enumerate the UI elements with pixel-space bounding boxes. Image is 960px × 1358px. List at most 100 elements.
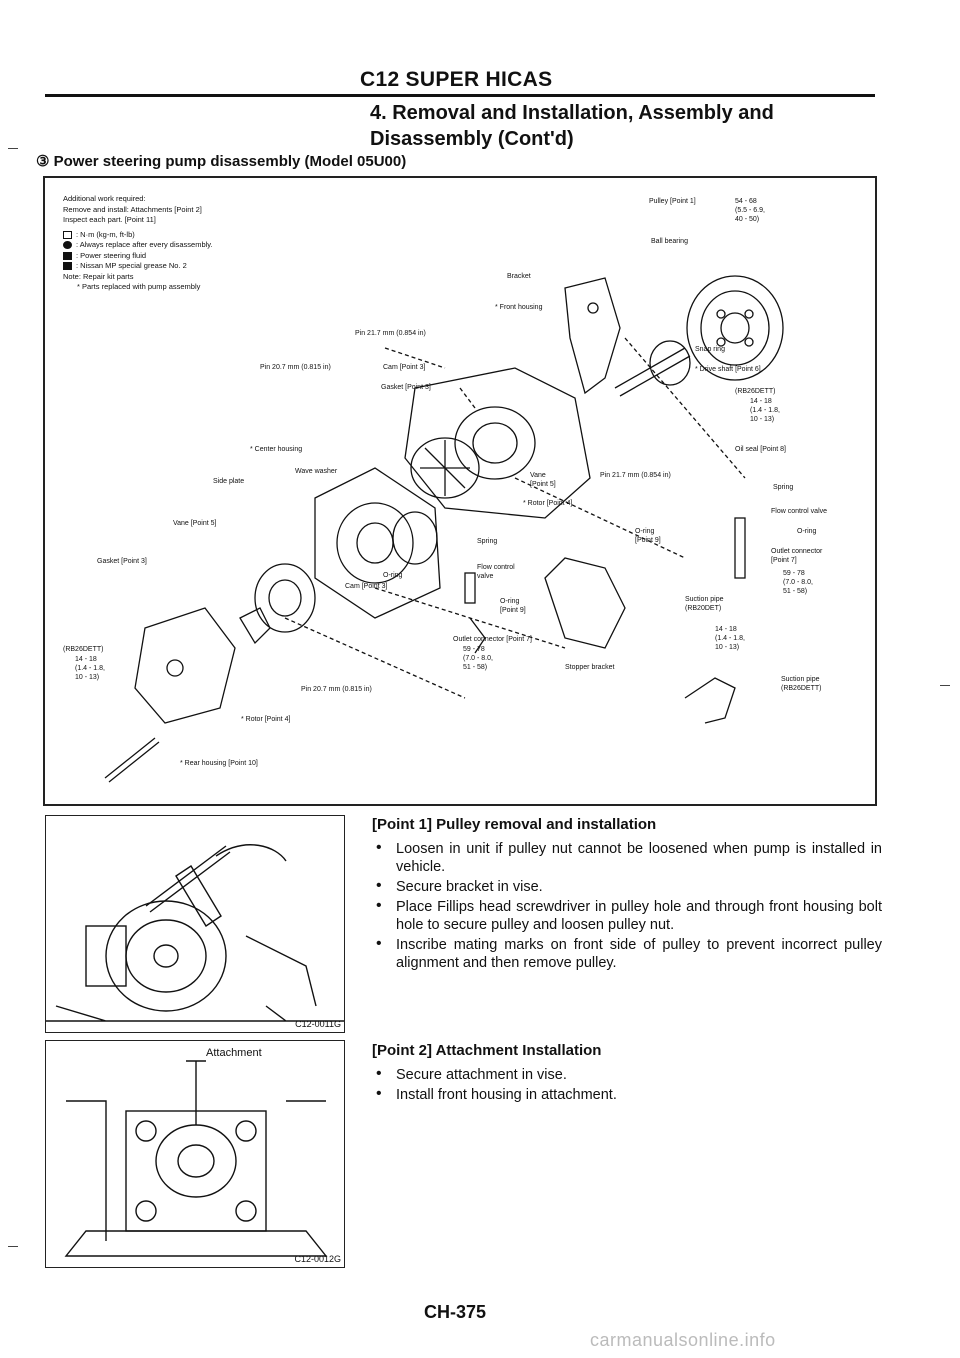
- diagram-label: Outlet connector [Point 7]: [453, 636, 532, 643]
- diagram-label: * Rear housing [Point 10]: [180, 760, 258, 767]
- diagram-label: O-ring: [500, 598, 520, 605]
- pulley-removal-illustration: [46, 844, 344, 1022]
- list-item: Inscribe mating marks on front side of p…: [372, 935, 882, 972]
- diagram-label: * Drive shaft [Point 6]: [695, 366, 761, 373]
- diagram-label: Vane: [530, 472, 546, 479]
- diagram-label: Pin 21.7 mm (0.854 in): [355, 330, 426, 337]
- subsection-title: ③ Power steering pump disassembly (Model…: [36, 152, 406, 170]
- diagram-label: 10 - 13): [750, 416, 775, 423]
- margin-mark: [940, 685, 950, 686]
- diagram-label: (1.4 - 1.8,: [750, 407, 780, 414]
- legend-line: Note: Repair kit parts: [63, 271, 134, 281]
- diagram-label: * Center housing: [250, 446, 303, 453]
- pump-illustration: [104, 275, 784, 783]
- fluid-icon: [63, 251, 72, 260]
- diagram-label: Vane [Point 5]: [173, 520, 217, 527]
- diagram-label: Spring: [773, 484, 794, 491]
- figure-attachment: Attachment C12-0012G: [45, 1040, 345, 1268]
- legend-line: Additional work required:: [63, 194, 146, 203]
- diagram-label: [Point 9]: [500, 607, 526, 614]
- diagram-label: 54 - 68: [735, 198, 757, 205]
- diagram-label: O-ring: [635, 528, 655, 535]
- list-item: Place Fillips head screwdriver in pulley…: [372, 897, 882, 934]
- diagram-label: Spring: [477, 538, 498, 545]
- watermark: carmanualsonline.info: [590, 1330, 776, 1350]
- section-title: 4. Removal and Installation, Assembly an…: [370, 102, 774, 150]
- diagram-label: (RB26DETT): [735, 388, 776, 395]
- diagram-label: 59 - 78: [463, 646, 485, 653]
- diagram-label: * Rotor [Point 4]: [523, 500, 573, 507]
- diagram-label: 14 - 18: [750, 398, 772, 405]
- legend-line: : Always replace after every disassembly…: [63, 240, 323, 251]
- diagram-label: Pin 20.7 mm (0.815 in): [260, 364, 331, 371]
- list-item: Loosen in unit if pulley nut cannot be l…: [372, 839, 882, 876]
- diagram-label: 14 - 18: [75, 656, 97, 663]
- margin-mark: [8, 148, 18, 149]
- diagram-label: Flow control: [477, 564, 515, 571]
- legend-line: * Parts replaced with pump assembly: [77, 282, 201, 291]
- diagram-label: [Point 5]: [530, 481, 556, 488]
- diagram-label: (RB20DET): [685, 605, 722, 612]
- list-item: Install front housing in attachment.: [372, 1085, 882, 1104]
- figure-id: C12-0011G: [295, 1019, 341, 1029]
- diagram-label: O-ring: [383, 572, 403, 579]
- diagram-label: Side plate: [213, 478, 245, 485]
- diagram-label: 51 - 58): [783, 588, 808, 595]
- attachment-illustration: [64, 1060, 328, 1257]
- diagram-label: (1.4 - 1.8,: [75, 665, 105, 672]
- legend-line: : Nissan MP special grease No. 2: [63, 261, 323, 272]
- diagram-label: * Rotor [Point 4]: [241, 716, 291, 723]
- diagram-label: Oil seal [Point 8]: [735, 446, 786, 453]
- diagram-label: Pin 21.7 mm (0.854 in): [600, 472, 671, 479]
- diagram-label: 40 - 50): [735, 216, 760, 223]
- margin-mark: [8, 1246, 18, 1247]
- diagram-label: Gasket [Point 3]: [97, 558, 147, 565]
- subsection-number: ③: [36, 153, 50, 170]
- legend-line: Inspect each part. [Point 11]: [63, 215, 156, 224]
- header-title: C12 SUPER HICAS: [360, 68, 553, 91]
- grease-icon: [63, 262, 72, 271]
- diagram-label: [Point 9]: [635, 537, 661, 544]
- list-item: Secure bracket in vise.: [372, 877, 882, 896]
- diagram-label: 14 - 18: [715, 626, 737, 633]
- diagram-label: Cam [Point 3]: [345, 583, 388, 590]
- diagram-label: Snap ring: [695, 346, 725, 353]
- diagram-label: * Front housing: [495, 304, 543, 311]
- diagram-label: 10 - 13): [75, 674, 100, 681]
- header-rule: [45, 94, 875, 97]
- attachment-label: Attachment: [206, 1047, 262, 1059]
- diagram-label: Outlet connector: [771, 548, 823, 555]
- diagram-label: Stopper bracket: [565, 664, 615, 671]
- replace-icon: [63, 241, 72, 250]
- point2-section: [Point 2] Attachment Installation Secure…: [372, 1042, 882, 1106]
- figure-pulley-removal: C12-0011G: [45, 815, 345, 1033]
- legend-line: : N·m (kg-m, ft-lb): [63, 230, 323, 241]
- diagram-label: Pulley [Point 1]: [649, 198, 696, 205]
- legend-line: Remove and install: Attachments [Point 2…: [63, 204, 202, 214]
- page-number: CH-375: [424, 1302, 487, 1322]
- subsection-text: Power steering pump disassembly (Model 0…: [53, 153, 407, 170]
- diagram-label: (RB26DETT): [781, 685, 822, 692]
- diagram-label: (5.5 - 6.9,: [735, 207, 765, 214]
- diagram-label: (1.4 - 1.8,: [715, 635, 745, 642]
- list-item: Secure attachment in vise.: [372, 1065, 882, 1084]
- diagram-label: 59 - 78: [783, 570, 805, 577]
- diagram-label: Pin 20.7 mm (0.815 in): [301, 686, 372, 693]
- diagram-label: (7.0 - 8.0,: [463, 655, 493, 662]
- diagram-label: (RB26DETT): [63, 646, 104, 653]
- diagram-label: Cam [Point 3]: [383, 364, 426, 371]
- legend: Additional work required: Remove and ins…: [63, 194, 323, 293]
- diagram-label: Flow control valve: [771, 508, 828, 515]
- diagram-label: Gasket [Point 3]: [381, 384, 431, 391]
- diagram-label: Ball bearing: [651, 238, 688, 245]
- point2-title: [Point 2] Attachment Installation: [372, 1042, 602, 1059]
- diagram-label: (7.0 - 8.0,: [783, 579, 813, 586]
- figure-id: C12-0012G: [294, 1254, 341, 1264]
- point1-title: [Point 1] Pulley removal and installatio…: [372, 816, 657, 833]
- diagram-label: Suction pipe: [685, 596, 724, 603]
- diagram-label: Bracket: [507, 273, 531, 280]
- diagram-label: Wave washer: [295, 468, 338, 475]
- diagram-label: O-ring: [797, 528, 817, 535]
- point1-section: [Point 1] Pulley removal and installatio…: [372, 816, 882, 974]
- exploded-diagram: Additional work required: Remove and ins…: [43, 176, 877, 806]
